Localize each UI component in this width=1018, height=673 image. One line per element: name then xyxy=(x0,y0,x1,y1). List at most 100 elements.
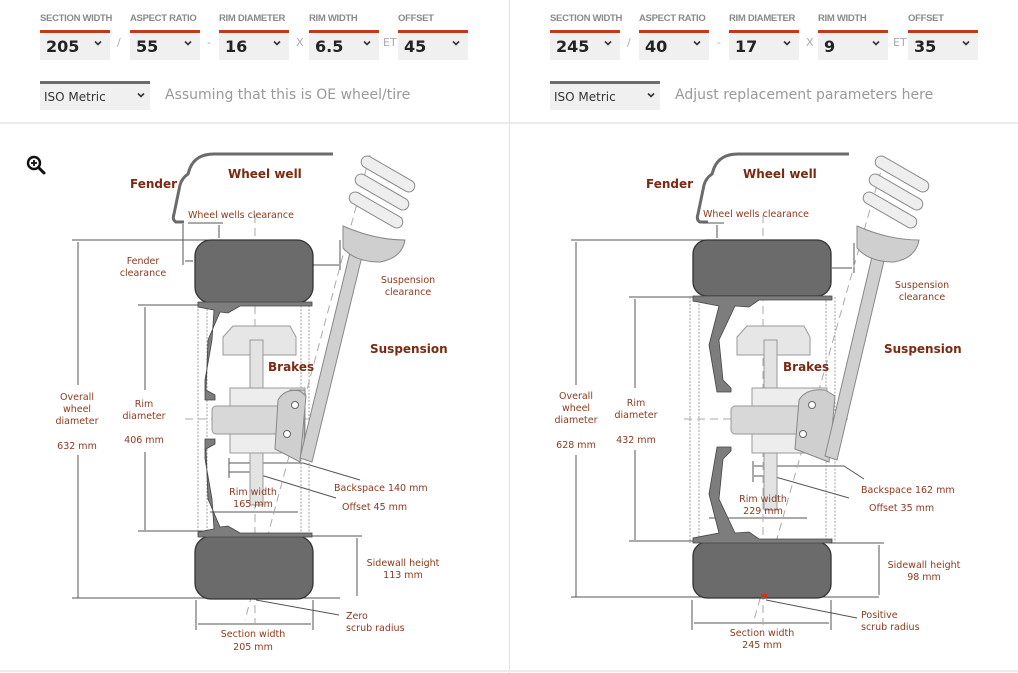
rim-width-select[interactable]: 6.5 xyxy=(309,30,379,60)
chevron-down-icon xyxy=(783,40,791,46)
rim-width-field: RIM WIDTH 9 xyxy=(818,12,888,60)
wheel-well-label: Wheel well xyxy=(228,167,302,181)
overall-diameter-label-2: wheel xyxy=(63,404,91,415)
aspect-ratio-label: ASPECT RATIO xyxy=(639,13,706,24)
spring-seat xyxy=(856,225,920,263)
rim-width-value: 9 xyxy=(824,37,836,56)
rim-diameter-field: RIM DIAMETER 16 xyxy=(219,12,289,60)
chevron-down-icon xyxy=(363,40,371,46)
tire-bottom xyxy=(194,535,314,600)
chevron-down-icon xyxy=(604,40,612,46)
brakes-label: Brakes xyxy=(268,360,314,374)
suspension-clearance-label-1: Suspension xyxy=(895,280,949,291)
backspace-label: Backspace 140 mm xyxy=(334,483,428,494)
aspect-ratio-select[interactable]: 55 xyxy=(130,30,200,60)
suspension-clearance-label-2: clearance xyxy=(899,292,946,303)
separator-x: X xyxy=(296,36,304,49)
rim-diameter-select[interactable]: 17 xyxy=(729,30,799,60)
rim-width-value: 6.5 xyxy=(315,37,344,56)
strut xyxy=(824,243,888,461)
section-width-value: 245 xyxy=(556,37,590,56)
section-width-label: SECTION WIDTH xyxy=(550,13,623,24)
fender-label: Fender xyxy=(130,177,177,191)
rim-diameter-value: 406 mm xyxy=(124,435,164,446)
suspension-clearance-label-1: Suspension xyxy=(381,275,435,286)
overall-diameter-label-3: diameter xyxy=(55,416,98,427)
measurement-standard-value: ISO Metric xyxy=(554,90,616,104)
overall-diameter-label-2: wheel xyxy=(562,403,590,414)
rim-diameter-value: 17 xyxy=(735,37,758,56)
bottom-divider xyxy=(0,670,1018,672)
rim xyxy=(692,295,833,544)
zoom-in-icon[interactable] xyxy=(26,155,46,175)
sidewall-height-value: 98 mm xyxy=(907,572,941,583)
rim-diameter-label: RIM DIAMETER xyxy=(219,13,286,24)
coil-spring xyxy=(348,155,416,229)
replacement-wheel-panel: SECTION WIDTH 245 / ASPECT RATIO 40 - RI… xyxy=(509,0,1018,673)
chevron-down-icon xyxy=(137,92,145,98)
offset-label: Offset 35 mm xyxy=(869,503,934,514)
rim-width-field: RIM WIDTH 6.5 xyxy=(309,12,379,60)
rim-width-label: RIM WIDTH xyxy=(309,13,358,24)
section-width-label: Section width xyxy=(221,629,286,640)
aspect-ratio-field: ASPECT RATIO 55 xyxy=(130,12,200,60)
rim-diameter-label: RIM DIAMETER xyxy=(729,13,796,24)
aspect-ratio-field: ASPECT RATIO 40 xyxy=(639,12,709,60)
axle xyxy=(211,405,283,435)
section-width-field: SECTION WIDTH 205 xyxy=(40,12,112,60)
offset-select[interactable]: 35 xyxy=(908,30,978,60)
fender-outline xyxy=(695,152,849,224)
rim-diameter-label-1: Rim xyxy=(135,399,154,410)
aspect-ratio-value: 40 xyxy=(645,37,668,56)
scrub-radius-label-2: scrub radius xyxy=(346,623,405,634)
rim-diameter-value: 432 mm xyxy=(616,435,656,446)
aspect-ratio-value: 55 xyxy=(136,37,159,56)
suspension-label: Suspension xyxy=(370,342,448,356)
aspect-ratio-label: ASPECT RATIO xyxy=(130,13,197,24)
chevron-down-icon xyxy=(693,40,701,46)
suspension-label: Suspension xyxy=(884,342,962,356)
separator-slash: / xyxy=(117,36,121,49)
fender-clearance-label-2: clearance xyxy=(120,268,167,279)
replacement-wheel-diagram: Fender Wheel well Wheel wells clearance … xyxy=(554,152,962,651)
backspace-label: Backspace 162 mm xyxy=(861,485,955,496)
spring-seat xyxy=(342,225,406,263)
chevron-down-icon xyxy=(94,40,102,46)
separator-dash: - xyxy=(207,36,211,49)
fender-clearance-label-1: Fender xyxy=(127,256,160,267)
overall-diameter-value: 632 mm xyxy=(57,441,97,452)
offset-label: Offset 45 mm xyxy=(342,502,407,513)
rim-diameter-select[interactable]: 16 xyxy=(219,30,289,60)
rim-diameter-value: 16 xyxy=(225,37,248,56)
original-wheel-diagram: Fender Wheel well Wheel wells clearance … xyxy=(55,152,448,653)
rim xyxy=(197,301,313,538)
section-width-select[interactable]: 205 xyxy=(40,30,110,60)
wheel-wells-clearance-label: Wheel wells clearance xyxy=(188,210,294,221)
scrub-radius-label-2: scrub radius xyxy=(861,622,920,633)
sidewall-height-value: 113 mm xyxy=(383,570,423,581)
aspect-ratio-select[interactable]: 40 xyxy=(639,30,709,60)
tire-top xyxy=(194,239,314,304)
steering-knuckle xyxy=(274,389,307,463)
chevron-down-icon xyxy=(273,40,281,46)
panel-hint: Assuming that this is OE wheel/tire xyxy=(165,87,411,103)
chevron-down-icon xyxy=(872,40,880,46)
chevron-down-icon xyxy=(184,40,192,46)
offset-label: OFFSET xyxy=(908,13,944,24)
measurement-standard-select[interactable]: ISO Metric xyxy=(40,81,150,110)
measurement-standard-select[interactable]: ISO Metric xyxy=(550,81,660,110)
section-width-select[interactable]: 245 xyxy=(550,30,620,60)
separator-et: ET xyxy=(893,36,907,49)
tire-top xyxy=(692,239,832,297)
separator-x: X xyxy=(806,36,814,49)
offset-value: 45 xyxy=(404,37,427,56)
rim-width-label: Rim width xyxy=(739,494,787,505)
rim-width-label: RIM WIDTH xyxy=(818,13,867,24)
rim-width-select[interactable]: 9 xyxy=(818,30,888,60)
original-wheel-panel: SECTION WIDTH 205 / ASPECT RATIO 55 - RI… xyxy=(0,12,509,124)
chevron-down-icon xyxy=(452,40,460,46)
offset-select[interactable]: 45 xyxy=(398,30,468,60)
rim-width-label: Rim width xyxy=(229,487,277,498)
scrub-point-marker xyxy=(761,594,767,598)
offset-label: OFFSET xyxy=(398,13,434,24)
